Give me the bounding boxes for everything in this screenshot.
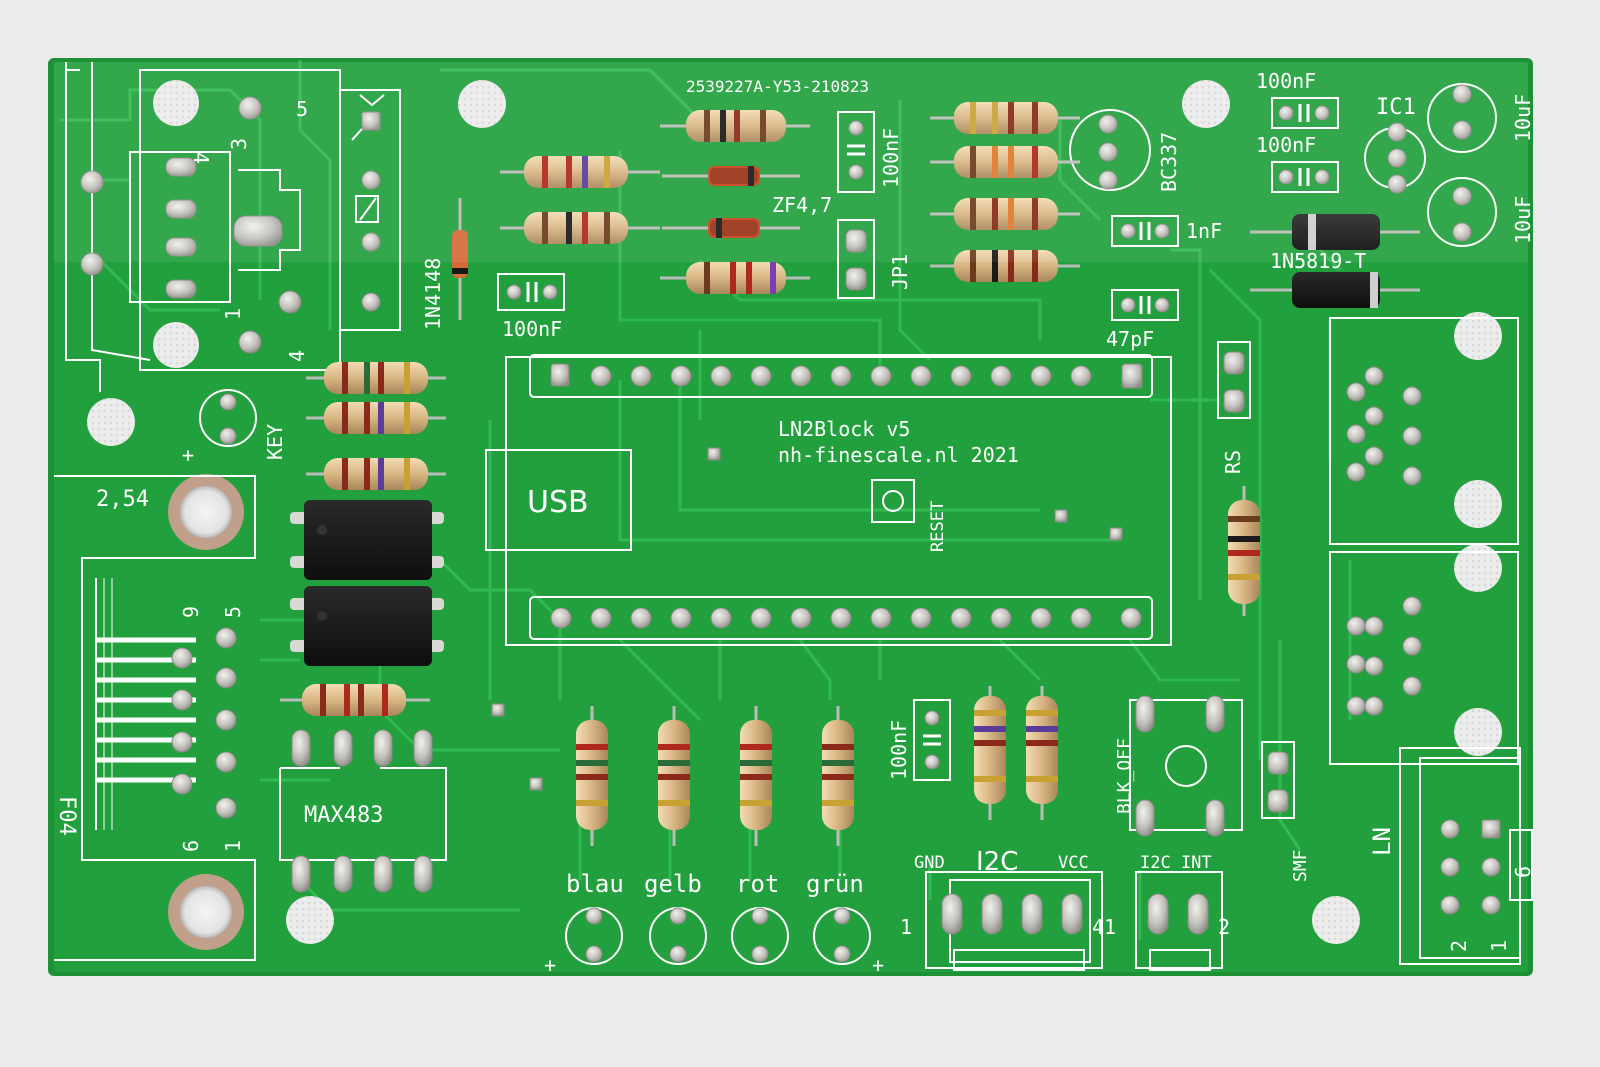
board-subtitle: nh-finescale.nl 2021 — [778, 443, 1019, 467]
led-gelb-label: gelb — [644, 870, 702, 898]
optocoupler-ic — [290, 586, 444, 666]
resistor — [306, 458, 446, 490]
resistor — [822, 706, 854, 846]
diode-1n5819-label: 1N5819-T — [1270, 249, 1366, 273]
ln-pin-6-label: 6 — [1511, 866, 1535, 878]
board-sheen — [54, 62, 1528, 262]
gnd-label: GND — [914, 853, 945, 873]
rs-label: RS — [1221, 450, 1245, 474]
resistor — [576, 706, 608, 846]
cap-100nf-bottom-label: 100nF — [887, 720, 911, 780]
led-blau-label: blau — [566, 870, 624, 898]
jack-pin-1-label: 1 — [221, 308, 245, 320]
header-pin-9-label: 9 — [179, 606, 203, 618]
diode-1n4148 — [452, 198, 468, 320]
resistor — [660, 262, 810, 294]
resistor — [930, 250, 1080, 282]
zener-label: ZF4,7 — [772, 193, 832, 217]
f04-label: F04 — [54, 796, 79, 836]
resistor — [974, 686, 1006, 820]
led-rot-label: rot — [736, 870, 779, 898]
silkscreen-text: 2539227A-Y53-210823 LN2Block v5 nh-fines… — [54, 69, 1535, 977]
i2c-pin-41-label: 41 — [1092, 915, 1116, 939]
ic1-label: IC1 — [1376, 95, 1416, 120]
resistor — [306, 362, 446, 394]
cap-100nf-left-label: 100nF — [502, 317, 562, 341]
silkscreen-outlines — [54, 62, 1533, 971]
header-pin-6-label: 6 — [179, 840, 203, 852]
cap-1nf-label: 1nF — [1186, 219, 1222, 243]
resistor — [280, 684, 430, 716]
cap-100nf-right-label: 100nF — [879, 128, 903, 188]
ln-pin-2-label: 2 — [1447, 940, 1471, 952]
through-hole-pads — [80, 84, 1501, 963]
smf-label: SMF — [1290, 849, 1311, 882]
max483-label: MAX483 — [304, 803, 383, 828]
bc337-label: BC337 — [1157, 132, 1181, 192]
reset-label: RESET — [928, 501, 948, 552]
jack-pin-4-label: 4 — [189, 152, 213, 164]
mounting-holes — [87, 80, 1502, 950]
zener-diode — [662, 218, 800, 238]
led-gruen-label: grün — [806, 870, 864, 898]
resistor — [930, 102, 1080, 134]
nano-header-top-pads — [550, 363, 1143, 389]
diodes — [452, 166, 1420, 320]
nano-header-bottom-pads — [550, 607, 1142, 629]
jack-pin-4b-label: 4 — [285, 350, 309, 362]
cap-100nf-mid-label: 100nF — [1256, 133, 1316, 157]
led-plus-left: + — [544, 953, 556, 977]
order-code-label: 2539227A-Y53-210823 — [686, 77, 869, 96]
resistor — [930, 146, 1080, 178]
resistor — [500, 156, 660, 188]
pitch-label: 2,54 — [96, 487, 149, 512]
capacitor-markers — [526, 104, 1310, 746]
resistor — [1026, 686, 1058, 820]
key-plus: + — [182, 443, 194, 467]
optocouplers — [290, 500, 444, 666]
ln-label: LN — [1368, 827, 1396, 856]
i2c-label: I2C — [976, 847, 1018, 877]
diode-1n4148-label: 1N4148 — [421, 258, 445, 330]
resistor — [658, 706, 690, 846]
usb-label: USB — [527, 485, 589, 520]
resistor — [500, 212, 660, 244]
resistor — [740, 706, 772, 846]
optocoupler-ic — [290, 500, 444, 580]
ln-pin-1-label: 1 — [1487, 940, 1511, 952]
jp1-label: JP1 — [888, 254, 912, 290]
blk-off-label: BLK_OFF — [1114, 738, 1135, 814]
board-title: LN2Block v5 — [778, 417, 910, 441]
resistor — [306, 402, 446, 434]
key-label: KEY — [263, 424, 287, 460]
header-pin-5-label: 5 — [221, 606, 245, 618]
header-pin-1-label: 1 — [221, 840, 245, 852]
schottky-diode — [1250, 214, 1420, 250]
resistors — [280, 102, 1260, 846]
led-plus-right: + — [872, 953, 884, 977]
i2c-pin-1-label: 1 — [900, 915, 912, 939]
i2c-int-pin-2-label: 2 — [1218, 915, 1230, 939]
jack-pin-3-label: 3 — [227, 138, 251, 150]
jack-pin-5-label: 5 — [296, 97, 308, 121]
cap-100nf-top-label: 100nF — [1256, 69, 1316, 93]
resistor — [1228, 486, 1260, 616]
cap-10uf-b-label: 10uF — [1511, 196, 1535, 244]
resistor — [930, 198, 1080, 230]
cap-10uf-a-label: 10uF — [1511, 94, 1535, 142]
vcc-label: VCC — [1058, 853, 1089, 873]
zener-diode — [662, 166, 800, 186]
schottky-diode — [1250, 272, 1420, 308]
i2c-int-label: I2C_INT — [1140, 853, 1212, 873]
resistor — [660, 110, 810, 142]
cap-47pf-label: 47pF — [1106, 327, 1154, 351]
